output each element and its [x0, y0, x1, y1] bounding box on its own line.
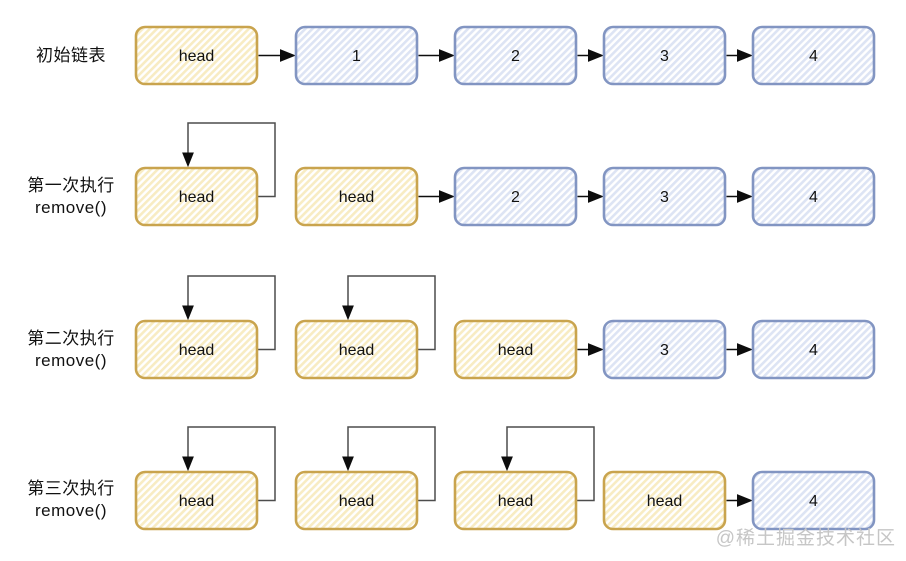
- head-node-box: [602, 470, 727, 531]
- list-node-box: [751, 319, 876, 380]
- row-label-line: remove(): [34, 351, 107, 370]
- node-label: 4: [809, 189, 818, 206]
- node-label: head: [339, 493, 375, 510]
- node-label: head: [179, 48, 215, 65]
- list-node-box: [751, 470, 876, 531]
- node-label: 1: [352, 48, 361, 65]
- list-node-box: [602, 166, 727, 227]
- row-label-line: 第二次执行: [27, 329, 115, 348]
- list-node-box: [294, 25, 419, 86]
- self-loop-arrow: [342, 426, 436, 502]
- head-node-box: [134, 25, 259, 86]
- head-node-box: [134, 470, 259, 531]
- head-node-box: [453, 470, 578, 531]
- list-node-box: [602, 25, 727, 86]
- node-label: head: [498, 493, 534, 510]
- row-label-third-remove: 第三次执行 remove(): [5, 478, 137, 522]
- node-label: 4: [809, 493, 818, 510]
- node-label: head: [339, 342, 375, 359]
- row-label-initial: 初始链表: [5, 45, 137, 67]
- row-label-line: 第一次执行: [27, 176, 115, 195]
- row-label-line: remove(): [34, 501, 107, 520]
- node-label: 2: [511, 189, 520, 206]
- head-node-box: [294, 470, 419, 531]
- node-label: 2: [511, 48, 520, 65]
- self-loop-arrow: [501, 426, 595, 502]
- node-label: 4: [809, 342, 818, 359]
- self-loop-arrow: [342, 275, 436, 351]
- watermark: @稀土掘金技术社区: [715, 528, 896, 549]
- head-node-box: [294, 319, 419, 380]
- node-label: head: [339, 189, 375, 206]
- node-label: head: [647, 493, 683, 510]
- self-loop-arrow: [182, 275, 276, 351]
- row-label-line: 初始链表: [36, 46, 106, 65]
- self-loop-arrow: [182, 122, 276, 198]
- node-label: 3: [660, 189, 669, 206]
- node-label: 4: [809, 48, 818, 65]
- row-label-line: remove(): [34, 198, 107, 217]
- list-node-box: [453, 25, 578, 86]
- list-node-box: [751, 166, 876, 227]
- list-node-box: [751, 25, 876, 86]
- list-node-box: [602, 319, 727, 380]
- node-label: 3: [660, 342, 669, 359]
- head-node-box: [453, 319, 578, 380]
- node-label: head: [179, 189, 215, 206]
- node-label: head: [498, 342, 534, 359]
- head-node-box: [134, 166, 259, 227]
- row-label-first-remove: 第一次执行 remove(): [5, 175, 137, 219]
- head-node-box: [134, 319, 259, 380]
- list-node-box: [453, 166, 578, 227]
- row-label-line: 第三次执行: [27, 479, 115, 498]
- node-label: 3: [660, 48, 669, 65]
- self-loop-arrow: [182, 426, 276, 502]
- row-label-second-remove: 第二次执行 remove(): [5, 328, 137, 372]
- node-label: head: [179, 342, 215, 359]
- node-label: head: [179, 493, 215, 510]
- head-node-box: [294, 166, 419, 227]
